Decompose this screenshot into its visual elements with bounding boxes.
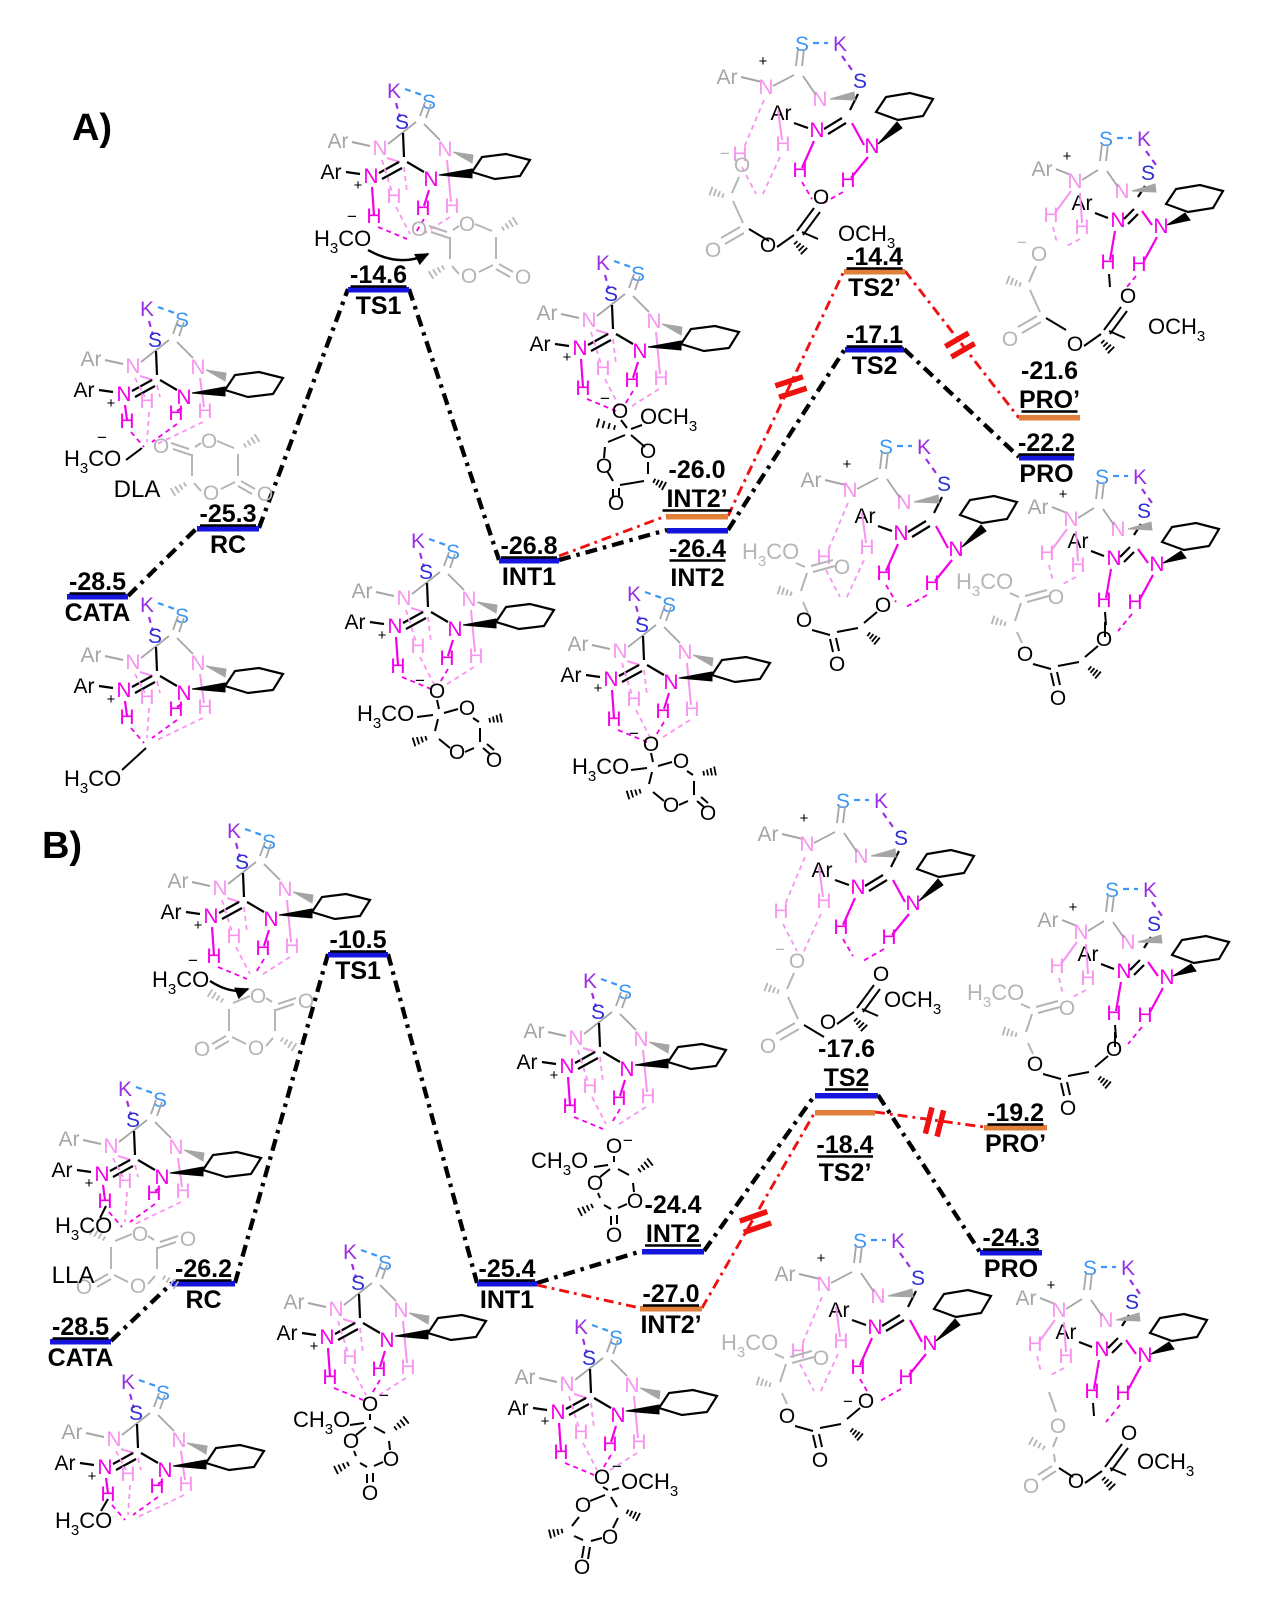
- svg-text:-18.4: -18.4: [817, 1131, 874, 1159]
- svg-text:CATA: CATA: [48, 1344, 114, 1372]
- svg-text:−: −: [97, 428, 107, 447]
- svg-text:B): B): [42, 825, 82, 867]
- svg-text:-24.4: -24.4: [645, 1191, 702, 1219]
- svg-text:TS1: TS1: [335, 957, 381, 985]
- svg-text:INT1: INT1: [480, 1286, 534, 1314]
- svg-text:RC: RC: [210, 531, 246, 559]
- svg-text:-25.4: -25.4: [479, 1255, 536, 1283]
- svg-text:−: −: [623, 1131, 633, 1150]
- svg-text:INT2: INT2: [670, 564, 724, 592]
- svg-text:-17.1: -17.1: [846, 321, 903, 349]
- svg-text:TS2’: TS2’: [819, 1159, 872, 1187]
- svg-text:-28.5: -28.5: [69, 568, 126, 596]
- svg-text:-19.2: -19.2: [987, 1099, 1044, 1127]
- svg-text:-14.4: -14.4: [846, 243, 903, 271]
- svg-text:TS2’: TS2’: [848, 274, 901, 302]
- svg-text:−: −: [188, 951, 198, 970]
- svg-text:-27.0: -27.0: [643, 1280, 700, 1308]
- svg-text:-26.4: -26.4: [669, 535, 726, 563]
- svg-text:PRO’: PRO’: [1019, 386, 1080, 414]
- svg-text:TS1: TS1: [356, 292, 402, 320]
- svg-text:−: −: [347, 207, 357, 226]
- svg-text:CATA: CATA: [65, 599, 131, 627]
- svg-text:-24.3: -24.3: [983, 1224, 1040, 1252]
- svg-text:-21.6: -21.6: [1021, 357, 1078, 385]
- svg-text:INT2: INT2: [646, 1220, 700, 1248]
- svg-text:INT2’: INT2’: [640, 1311, 701, 1339]
- svg-text:-26.0: -26.0: [669, 456, 726, 484]
- svg-text:TS2: TS2: [824, 1064, 870, 1092]
- svg-text:INT2’: INT2’: [666, 485, 727, 513]
- svg-text:PRO: PRO: [1019, 460, 1073, 488]
- svg-text:A): A): [72, 107, 112, 149]
- svg-text:-10.5: -10.5: [330, 926, 387, 954]
- svg-text:PRO: PRO: [984, 1255, 1038, 1283]
- svg-text:−: −: [612, 1457, 622, 1476]
- svg-text:PRO’: PRO’: [985, 1130, 1046, 1158]
- svg-text:-14.6: -14.6: [350, 261, 407, 289]
- svg-text:-26.2: -26.2: [175, 1255, 232, 1283]
- svg-text:LLA: LLA: [52, 1262, 95, 1289]
- svg-text:H3CO: H3CO: [55, 1213, 112, 1244]
- svg-text:−: −: [843, 1392, 853, 1411]
- svg-text:-28.5: -28.5: [52, 1313, 109, 1341]
- svg-text:RC: RC: [185, 1286, 221, 1314]
- svg-text:DLA: DLA: [114, 476, 161, 503]
- svg-text:INT1: INT1: [502, 563, 556, 591]
- svg-text:−: −: [415, 671, 425, 690]
- svg-text:−: −: [629, 724, 639, 743]
- svg-text:-26.8: -26.8: [501, 532, 558, 560]
- svg-text:−: −: [379, 1386, 389, 1405]
- svg-text:−: −: [600, 389, 610, 408]
- svg-text:-17.6: -17.6: [818, 1035, 875, 1063]
- svg-text:-22.2: -22.2: [1018, 429, 1075, 457]
- svg-text:TS2: TS2: [852, 352, 898, 380]
